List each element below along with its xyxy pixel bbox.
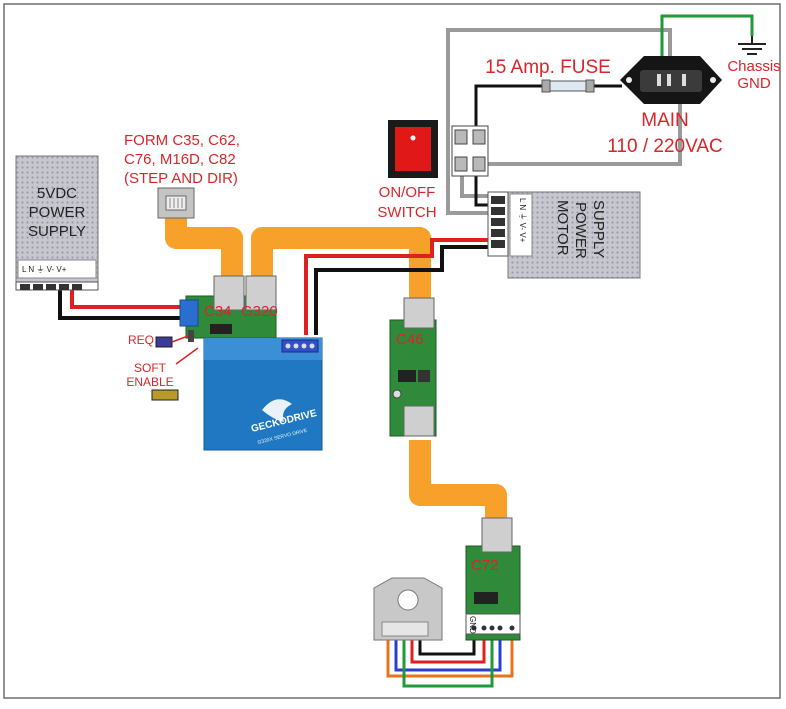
- switch-label-1: ON/OFF: [379, 184, 436, 201]
- wire-black-motor-vminus: [314, 245, 495, 335]
- psu5-label-3: SUPPLY: [28, 223, 86, 240]
- c72-pin-label: GND: [468, 616, 477, 634]
- motor-psu-label-3: SUPPLY: [590, 200, 607, 258]
- motor-psu-label-2: POWER: [572, 202, 589, 259]
- wire-black-encoder: [418, 632, 476, 656]
- wire-gray-ac: [446, 28, 672, 215]
- fuse: [541, 79, 595, 93]
- motor-power-supply: [487, 191, 641, 279]
- fuse-label: 15 Amp. FUSE: [485, 57, 611, 78]
- geckodrive-g320: [203, 337, 323, 451]
- psu5-label-1: 5VDC: [37, 185, 77, 202]
- wire-red-motor-vplus: [304, 238, 495, 335]
- psu5-terminals: L N ⏚ V- V+: [22, 265, 67, 274]
- gecko-logo-icon: [262, 399, 292, 422]
- c46-label: C46: [396, 331, 424, 348]
- form-label-1: FORM C35, C62,: [124, 132, 240, 149]
- servo-motor: [373, 577, 443, 641]
- soft-label-2: ENABLE: [126, 375, 173, 389]
- soft-enable-jumper: [151, 389, 179, 401]
- form-label-2: C76, M16D, C82: [124, 151, 236, 168]
- wire-blue-encoder: [394, 632, 502, 672]
- c72-board: [465, 517, 521, 641]
- wire-green-encoder: [402, 632, 494, 688]
- form-label-3: (STEP AND DIR): [124, 170, 238, 187]
- psu5-label-2: POWER: [29, 204, 86, 221]
- c72-label: C72: [471, 557, 499, 574]
- main-power-inlet: [620, 56, 722, 104]
- ribbon-form-to-c34: [165, 210, 243, 282]
- c34-label: C34: [204, 303, 232, 320]
- req-jumper: [155, 336, 173, 348]
- motor-psu-label-1: MOTOR: [554, 200, 571, 256]
- c46-board: [389, 297, 437, 437]
- wire-gray-switch: [478, 92, 682, 166]
- jumper-leaders: [171, 335, 199, 365]
- chassis-label-2: GND: [737, 75, 771, 92]
- wires: [58, 14, 754, 688]
- motor-psu-terminals: L N ⏚ V- V+: [518, 198, 527, 243]
- rj-connector: [157, 187, 195, 219]
- soft-label-1: SOFT: [134, 361, 167, 375]
- g320-label: G320: [241, 303, 278, 320]
- c34-board: [179, 275, 277, 342]
- chassis-ground-symbol: [738, 36, 766, 55]
- wire-black-fuse-left: [474, 84, 546, 130]
- wire-black-5v: [58, 290, 185, 320]
- chassis-label-1: Chassis: [727, 58, 780, 75]
- ribbon-c46-to-c72: [409, 440, 507, 525]
- main-label-2: 110 / 220VAC: [607, 136, 722, 157]
- wire-green-chassis: [660, 14, 754, 72]
- switch-terminals: [451, 125, 489, 177]
- wire-orange-encoder: [386, 632, 514, 678]
- req-label: REQ: [128, 333, 154, 347]
- switch-label-2: SWITCH: [377, 204, 436, 221]
- wire-red-encoder: [410, 632, 486, 664]
- wire-red-5v: [70, 290, 185, 309]
- main-label-1: MAIN: [641, 110, 689, 131]
- on-off-switch: [388, 120, 438, 178]
- 5vdc-power-supply: [15, 155, 99, 291]
